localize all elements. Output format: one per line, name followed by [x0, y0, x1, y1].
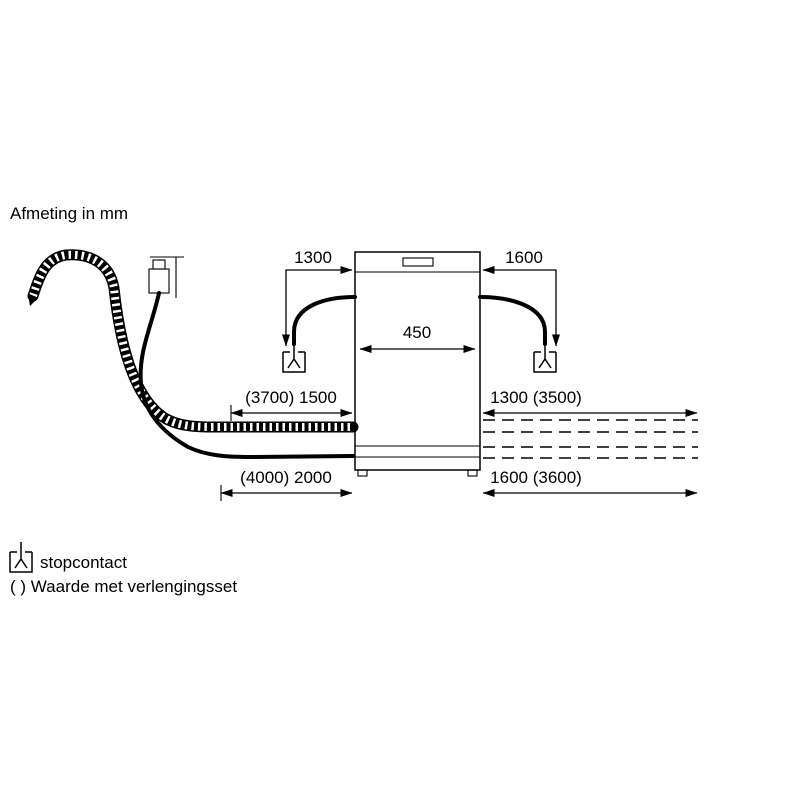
dishwasher-outline: [354, 251, 481, 477]
legend-socket-icon: [9, 542, 33, 573]
dim-hose-left-upper-label: (3700) 1500: [245, 388, 337, 407]
dim-cord-right-line: [482, 266, 560, 347]
foot-right: [467, 469, 478, 477]
dim-hose-right-upper-label: 1300 (3500): [490, 388, 582, 407]
dim-cord-right-label: 1600: [505, 248, 543, 267]
socket-left-icon: [282, 342, 306, 373]
water-tap-icon: [148, 256, 184, 298]
dim-cord-left-label: 1300: [294, 248, 332, 267]
hose-extension-dashed-lines: [483, 419, 698, 459]
power-cord-left: [292, 295, 357, 346]
dishwasher-body: [354, 251, 481, 471]
dim-hose-left-lower-label: (4000) 2000: [240, 468, 332, 487]
socket-right-icon: [533, 342, 557, 373]
power-cord-right: [478, 295, 547, 346]
dim-cord-left-line: [282, 266, 353, 347]
legend-socket-label: stopcontact: [40, 553, 127, 572]
drain-hose: [27, 249, 359, 433]
dim-width-label: 450: [403, 323, 431, 342]
foot-left: [357, 469, 368, 477]
supply-hose: [138, 291, 355, 460]
legend-extension-note: ( ) Waarde met verlengingsset: [10, 577, 237, 596]
drain-direction-arrow-icon: [27, 293, 39, 306]
page-title: Afmeting in mm: [10, 204, 128, 223]
control-panel-button: [402, 257, 434, 267]
dim-hose-right-lower-label: 1600 (3600): [490, 468, 582, 487]
